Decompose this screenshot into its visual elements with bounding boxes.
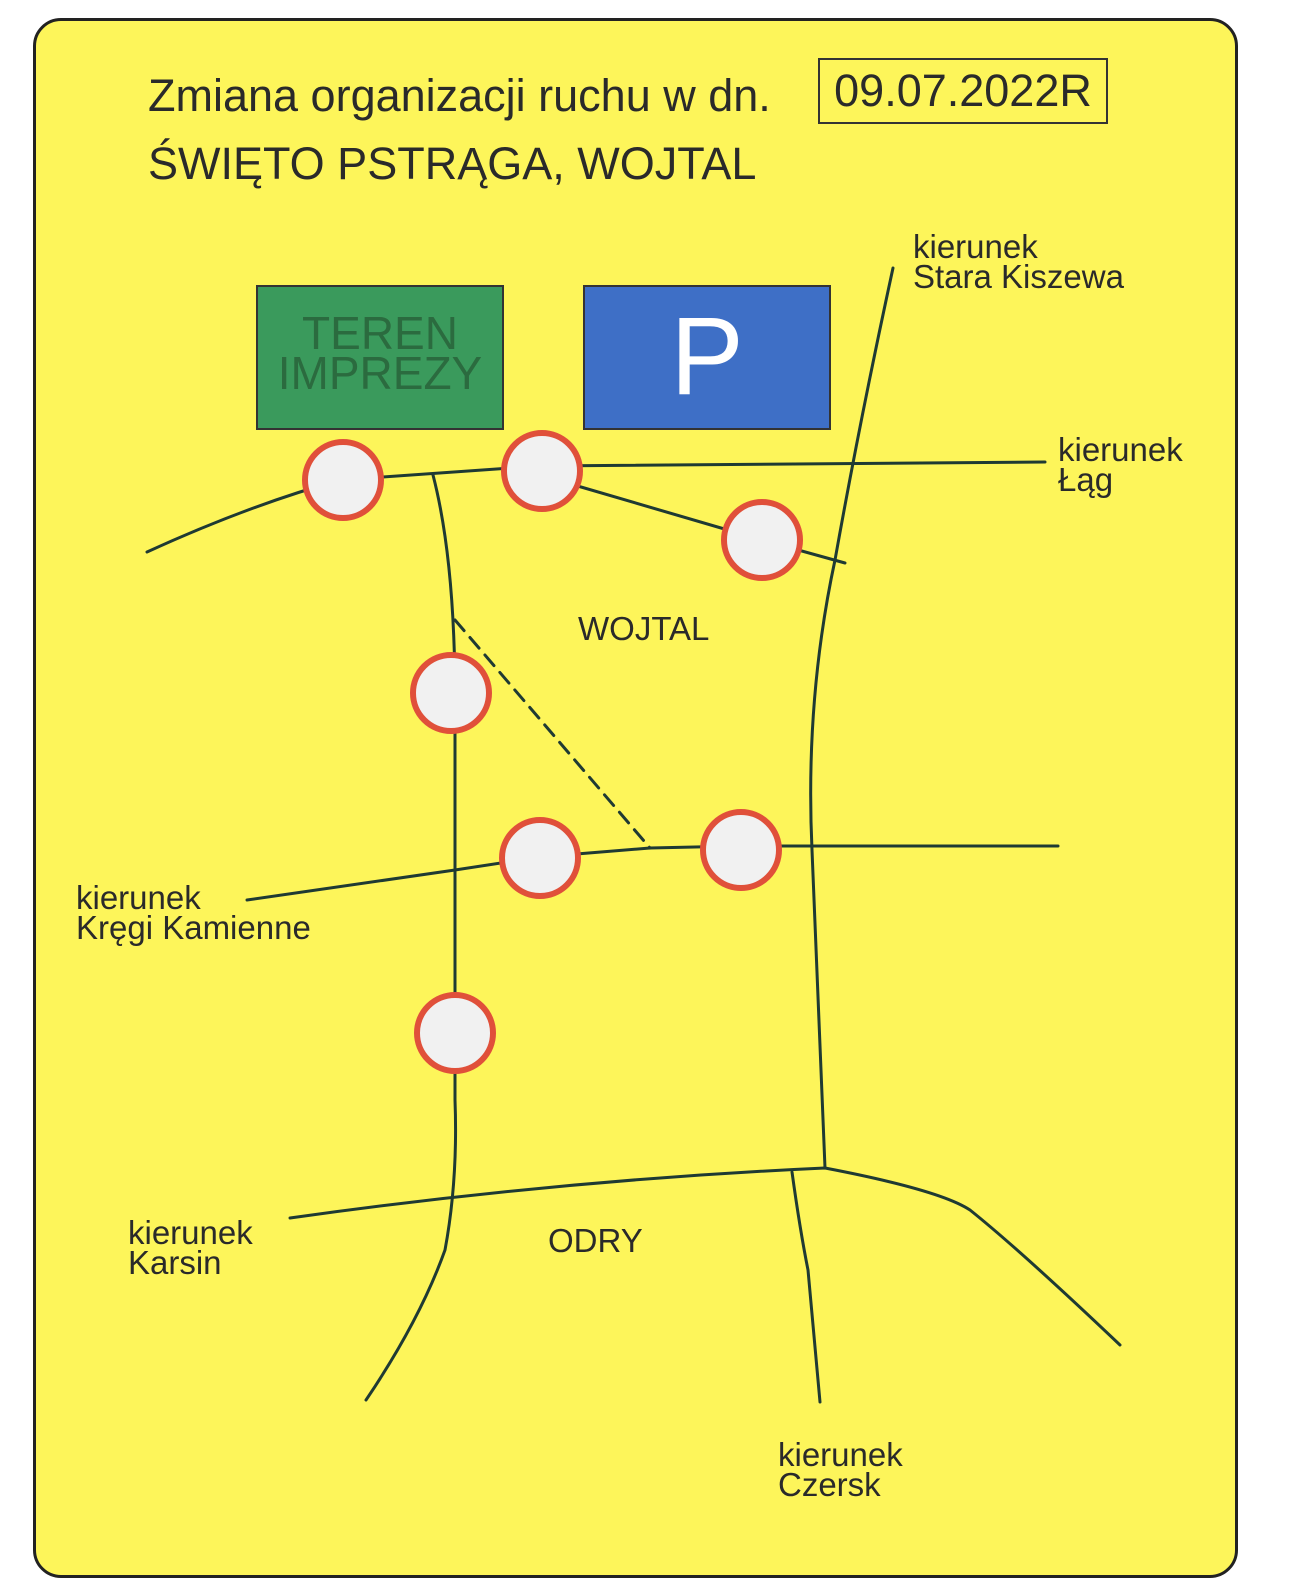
road-odry <box>288 1166 1122 1347</box>
direction-destination: Kręgi Kamienne <box>76 909 311 946</box>
no-entry-sign-icon <box>721 499 803 581</box>
event-area-block: TEREN IMPREZY <box>256 285 504 430</box>
parking-icon: P <box>670 295 744 418</box>
road-west-vertical <box>364 473 458 1402</box>
road-czersk <box>790 1170 822 1404</box>
road-top <box>145 460 1047 554</box>
direction-destination: Czersk <box>778 1466 881 1503</box>
direction-destination: Łąg <box>1058 461 1114 498</box>
direction-lag: kierunek Łąg <box>1058 431 1183 498</box>
no-entry-sign-icon <box>414 992 496 1074</box>
road-middle <box>245 844 1060 902</box>
no-entry-sign-icon <box>410 652 492 734</box>
direction-destination: Stara Kiszewa <box>913 258 1124 295</box>
direction-kregi-kamienne: kierunek Kręgi Kamienne <box>76 879 311 946</box>
place-label-wojtal: WOJTAL <box>578 610 710 647</box>
event-area-label-line1: TEREN <box>302 307 458 359</box>
sign-layer <box>302 430 803 1074</box>
direction-label: kierunek <box>128 1214 253 1251</box>
path-dashed <box>453 618 652 850</box>
no-entry-sign-icon <box>700 809 782 891</box>
direction-destination: Karsin <box>128 1244 222 1281</box>
direction-czersk: kierunek Czersk <box>778 1436 903 1503</box>
map-board <box>33 18 1238 1578</box>
no-entry-sign-icon <box>302 439 384 521</box>
direction-label: kierunek <box>778 1436 903 1473</box>
no-entry-sign-icon <box>499 817 581 899</box>
direction-stara-kiszewa: kierunek Stara Kiszewa <box>913 228 1124 295</box>
place-label-odry: ODRY <box>548 1222 643 1259</box>
direction-karsin: kierunek Karsin <box>128 1214 253 1281</box>
parking-block: P <box>583 285 831 430</box>
event-area-label-line2: IMPREZY <box>277 347 483 399</box>
event-title: ŚWIĘTO PSTRĄGA, WOJTAL <box>148 138 757 189</box>
date-box: 09.07.2022R <box>818 58 1108 124</box>
direction-label: kierunek <box>1058 431 1183 468</box>
direction-label: kierunek <box>913 228 1038 265</box>
page-title: Zmiana organizacji ruchu w dn. <box>148 70 771 121</box>
no-entry-sign-icon <box>501 430 583 512</box>
direction-label: kierunek <box>76 879 201 916</box>
road-east-vertical <box>809 266 895 1170</box>
